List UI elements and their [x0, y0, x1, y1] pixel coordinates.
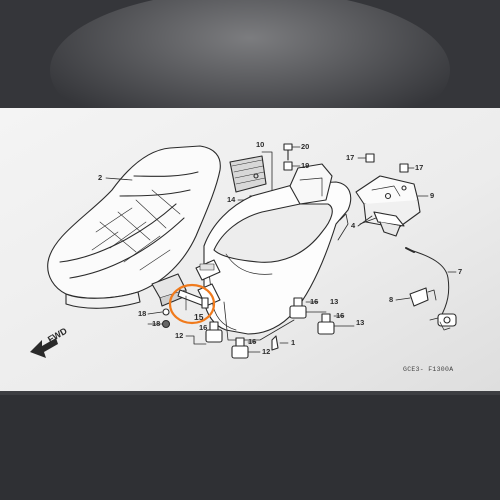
label-7: 7: [458, 267, 463, 276]
label-14: 14: [227, 195, 236, 204]
label-2: 2: [98, 173, 103, 182]
label-16-a: 16: [310, 297, 319, 306]
label-17-left: 17: [346, 153, 355, 162]
label-9: 9: [430, 191, 435, 200]
label-16-d: 16: [248, 337, 257, 346]
mount-rubber-12-left: [185, 321, 223, 345]
label-19: 19: [301, 161, 310, 170]
lock-bracket-drawing: [355, 175, 429, 237]
mount-rubber-12-right: [231, 337, 261, 359]
bolt-20-drawing: [283, 143, 301, 161]
luggage-box-drawing: [195, 163, 352, 341]
highlight-circle: [168, 283, 216, 325]
bolt-15-drawing: [177, 289, 209, 311]
hinge-bracket-drawing: [229, 155, 267, 193]
label-12-b: 12: [262, 347, 271, 356]
diagram-code: GCE3- F1300A: [403, 366, 454, 373]
label-16-c: 16: [199, 323, 208, 332]
label-18-upper: 18: [138, 309, 147, 318]
mount-rubber-13-lower: [317, 313, 355, 335]
label-18-lower: 18: [152, 319, 161, 328]
fwd-arrow-icon: [30, 338, 58, 358]
mount-rubber-13-upper: [289, 297, 327, 319]
label-8: 8: [389, 295, 394, 304]
lock-cable-drawing: [409, 249, 450, 319]
bolt-19-drawing: [283, 161, 301, 171]
label-15-highlighted: 15: [194, 312, 204, 322]
label-20: 20: [301, 142, 310, 151]
label-17-right: 17: [415, 163, 424, 172]
label-13-b: 13: [356, 318, 365, 327]
label-13-a: 13: [330, 297, 339, 306]
clip-1-drawing: [271, 335, 289, 351]
label-12-a: 12: [175, 331, 184, 340]
label-4: 4: [351, 221, 356, 230]
label-10: 10: [256, 140, 265, 149]
lock-assembly-drawing: [395, 287, 457, 331]
label-16-b: 16: [336, 311, 345, 320]
label-1: 1: [291, 338, 296, 347]
seat-drawing: [47, 145, 221, 309]
